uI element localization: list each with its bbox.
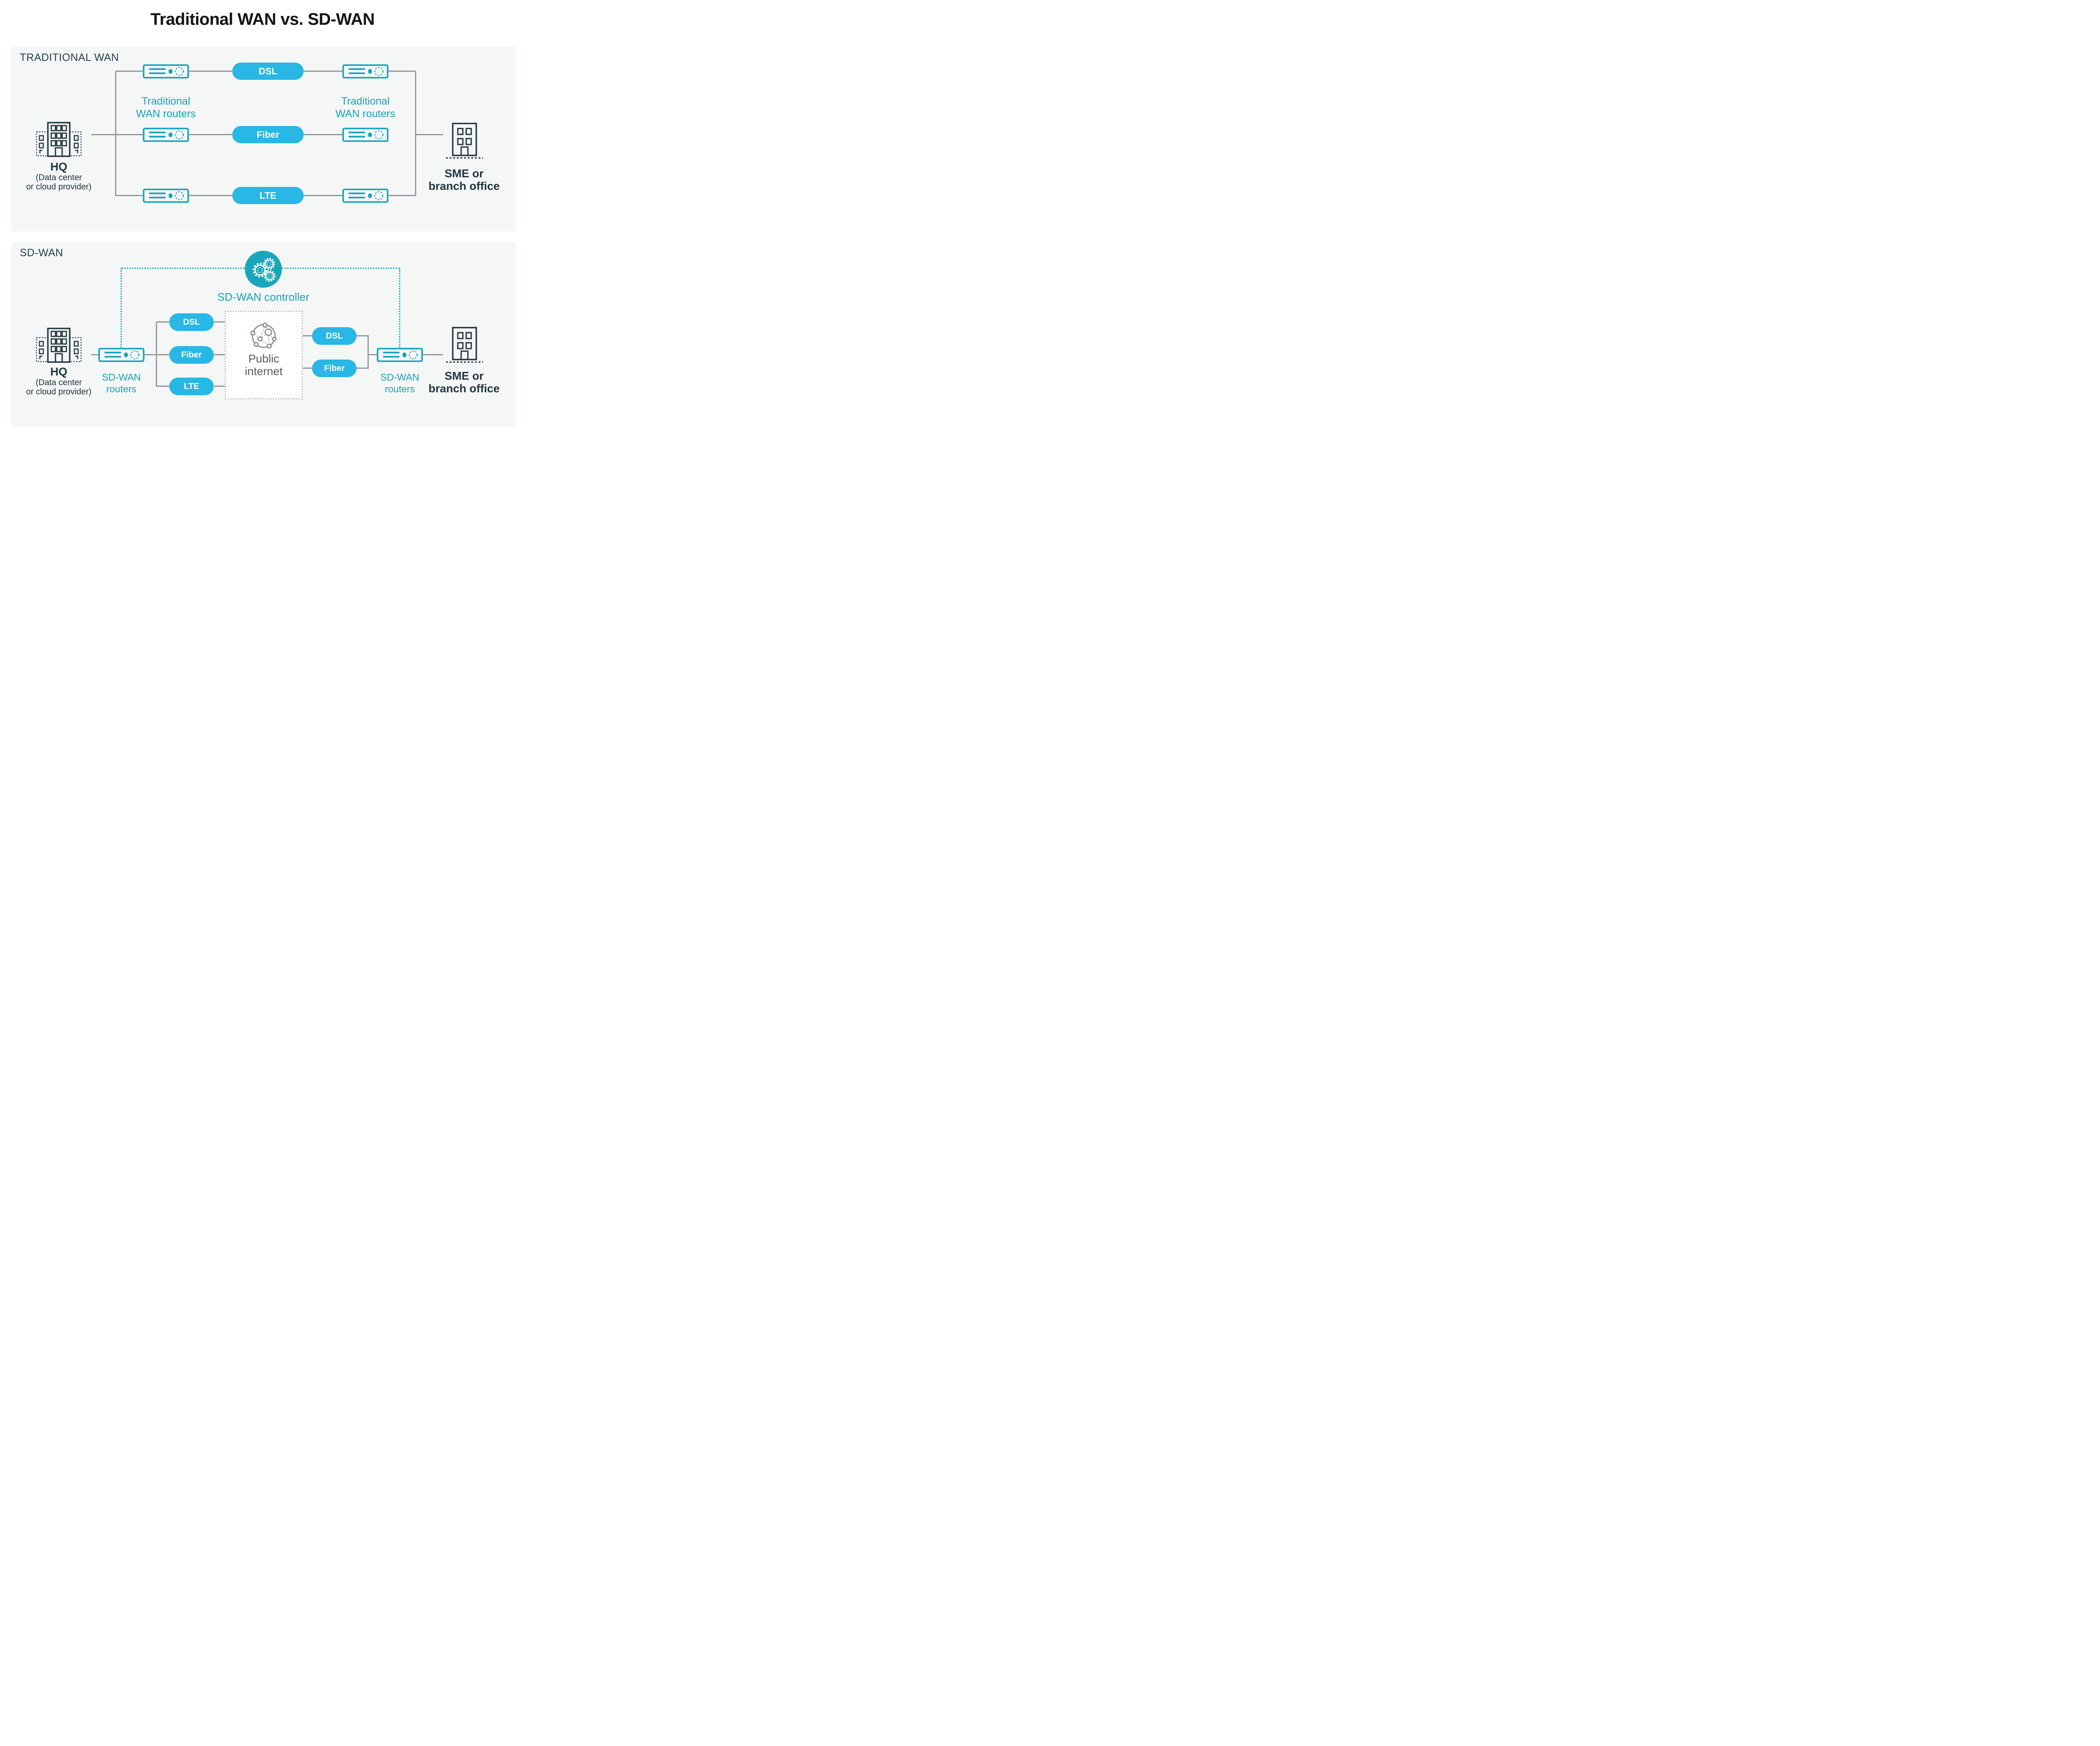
hq-sub1: (Data center bbox=[35, 173, 82, 182]
sme-line1: SME or bbox=[444, 370, 484, 382]
connector-router-dsl bbox=[189, 71, 232, 72]
internet-globe-icon bbox=[250, 323, 277, 349]
hq-building-icon bbox=[36, 122, 82, 157]
label-line: routers bbox=[106, 383, 136, 394]
link-pill-dsl: DSL bbox=[232, 63, 304, 80]
connector-dsl-right bbox=[388, 71, 415, 72]
connector-left-trunk bbox=[156, 322, 157, 387]
label-line: SD-WAN bbox=[380, 372, 420, 383]
gears-icon bbox=[245, 251, 282, 288]
sd-wan-controller-icon bbox=[245, 251, 282, 288]
connector-router-fiber bbox=[189, 134, 232, 135]
public-internet-box: Public internet bbox=[225, 311, 303, 399]
connector-trunk-to-sme bbox=[416, 134, 443, 135]
label-line: Public bbox=[248, 352, 279, 365]
sme-line1: SME or bbox=[444, 167, 484, 180]
infographic-canvas: Traditional WAN vs. SD-WAN TRADITIONAL W… bbox=[0, 0, 525, 436]
connector-internet-fiber bbox=[303, 368, 312, 369]
connector-dsl-router bbox=[304, 71, 342, 72]
connector-trunk-router bbox=[368, 354, 377, 355]
label-line: SD-WAN bbox=[102, 372, 141, 383]
link-pill-dsl: DSL bbox=[312, 327, 357, 345]
sme-line2: branch office bbox=[428, 180, 500, 192]
label-line: routers bbox=[385, 383, 415, 394]
sme-building-icon bbox=[445, 327, 484, 363]
connector-internet-dsl bbox=[303, 335, 312, 336]
connector-lte-internet bbox=[214, 386, 225, 387]
link-pill-dsl: DSL bbox=[169, 313, 214, 331]
public-internet-label: Public internet bbox=[245, 352, 283, 378]
connector-lte-left bbox=[116, 195, 143, 196]
controller-dashed-link-left-v bbox=[121, 268, 122, 347]
connector-left-trunk bbox=[115, 71, 116, 196]
label-line: WAN routers bbox=[136, 108, 196, 120]
sd-wan-router-icon bbox=[377, 348, 423, 362]
sme-label: SME or branch office bbox=[418, 370, 510, 395]
hq-building-icon bbox=[36, 328, 82, 363]
controller-dashed-link-left-h bbox=[121, 268, 245, 269]
link-pill-lte: LTE bbox=[232, 187, 304, 204]
sd-wan-routers-label-left: SD-WAN routers bbox=[79, 371, 163, 395]
traditional-router-icon bbox=[143, 189, 189, 203]
connector-trunk-dsl bbox=[157, 321, 169, 323]
traditional-routers-label-left: Traditional WAN routers bbox=[124, 95, 208, 120]
traditional-router-icon bbox=[342, 64, 388, 79]
traditional-router-icon bbox=[342, 128, 388, 142]
sme-label: SME or branch office bbox=[418, 167, 510, 192]
label-line: Traditional bbox=[142, 95, 190, 107]
connector-fiber-internet bbox=[214, 354, 225, 355]
hq-label: HQ (Data center or cloud provider) bbox=[4, 160, 113, 192]
connector-trunk-lte bbox=[157, 386, 169, 387]
page-title: Traditional WAN vs. SD-WAN bbox=[150, 10, 375, 29]
hq-sub2: or cloud provider) bbox=[26, 387, 92, 396]
hq-sub2: or cloud provider) bbox=[26, 182, 92, 192]
connector-lte-router bbox=[304, 195, 342, 196]
controller-dashed-link-right-h bbox=[282, 268, 400, 269]
link-pill-lte: LTE bbox=[169, 378, 214, 395]
link-pill-fiber: Fiber bbox=[232, 126, 304, 143]
connector-right-trunk bbox=[415, 71, 416, 196]
hq-label: HQ (Data center or cloud provider) bbox=[4, 365, 113, 396]
label-line: internet bbox=[244, 365, 283, 378]
connector-router-sme bbox=[423, 354, 443, 355]
connector-hq-to-routers bbox=[91, 134, 143, 135]
sd-wan-routers-label-right: SD-WAN routers bbox=[358, 371, 442, 395]
controller-dashed-link-right-v bbox=[399, 268, 400, 347]
sme-line2: branch office bbox=[428, 382, 500, 395]
connector-lte-right bbox=[388, 195, 415, 196]
connector-hq-to-router bbox=[91, 354, 98, 355]
connector-dsl-left bbox=[116, 71, 143, 72]
sd-wan-panel-label: SD-WAN bbox=[20, 247, 63, 259]
hq-sub1: (Data center bbox=[35, 378, 82, 387]
traditional-router-icon bbox=[342, 189, 388, 203]
hq-name: HQ bbox=[50, 160, 68, 173]
connector-fiber-router bbox=[304, 134, 342, 135]
traditional-routers-label-right: Traditional WAN routers bbox=[323, 95, 407, 120]
traditional-router-icon bbox=[143, 64, 189, 79]
sd-wan-router-icon bbox=[98, 348, 144, 362]
connector-dsl-trunk bbox=[357, 335, 369, 336]
hq-name: HQ bbox=[50, 365, 68, 378]
connector-right-trunk bbox=[368, 336, 369, 368]
traditional-wan-panel-label: TRADITIONAL WAN bbox=[20, 52, 119, 63]
connector-router-lte bbox=[189, 195, 232, 196]
connector-dsl-internet bbox=[214, 321, 225, 323]
connector-fiber-trunk bbox=[357, 368, 369, 369]
traditional-router-icon bbox=[143, 128, 189, 142]
label-line: WAN routers bbox=[335, 108, 396, 120]
label-line: Traditional bbox=[341, 95, 390, 107]
link-pill-fiber: Fiber bbox=[169, 346, 214, 364]
sd-wan-controller-label: SD-WAN controller bbox=[217, 291, 310, 303]
sme-building-icon bbox=[445, 123, 484, 159]
link-pill-fiber: Fiber bbox=[312, 360, 357, 377]
